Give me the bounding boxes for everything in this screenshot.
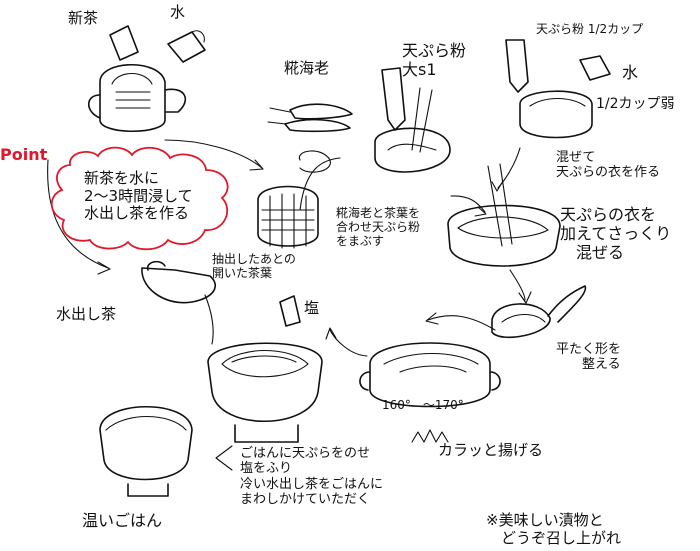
label-tempura-flour: 天ぷら粉 大s1	[402, 41, 467, 79]
label-add-batter: 天ぷらの衣を 加えてさっくり 混ぜる	[560, 205, 672, 262]
flame-marks	[411, 429, 449, 443]
label-used-leaves: 抽出したあとの 開いた茶葉	[212, 252, 296, 281]
teapot-illustration	[87, 64, 187, 133]
mixing-bowl	[447, 163, 561, 267]
label-temperature: 160° ～170°	[382, 398, 464, 412]
flow-arrows	[47, 139, 532, 357]
label-fry: カラッと揚げる	[438, 441, 544, 459]
arrow-to-fryer	[427, 315, 496, 331]
pouring-teapot	[141, 260, 216, 345]
label-batter-water: 水	[622, 63, 639, 82]
spoon-tempura	[491, 285, 587, 339]
label-batter-flour: 天ぷら粉 1/2カップ	[536, 22, 644, 36]
point-cloud	[50, 146, 229, 251]
label-shincha: 新茶	[68, 9, 99, 27]
instructions-bracket	[215, 445, 233, 471]
salt-packet	[279, 295, 301, 327]
ochazuke-bowl	[207, 342, 323, 443]
tea-cups-top	[109, 25, 206, 63]
fryer-pot	[359, 342, 501, 408]
label-kuruma-ebi: 糀海老	[284, 59, 330, 77]
flour-cone	[374, 67, 451, 173]
label-batter-water-amount: 1/2カップ弱	[596, 96, 675, 112]
arrow-to-spoon	[509, 269, 526, 301]
used-tea-leaves	[257, 150, 331, 249]
label-salt: 塩	[304, 299, 320, 317]
label-mix-batter: 混ぜて 天ぷらの衣を作る	[556, 150, 661, 181]
label-water-top: 水	[170, 3, 186, 21]
arrow-bowl-to-batter	[450, 195, 486, 213]
label-coat-note: 糀海老と茶葉を 合わせ天ぷら粉 をまぶす	[336, 206, 421, 249]
point-note: 新茶を水に 2〜3時間浸して 水出し茶を作る	[84, 169, 193, 223]
label-point: Point	[0, 145, 48, 164]
label-mizudashi: 水出し茶	[56, 305, 117, 323]
arrow-leaves-to-bowl	[299, 157, 341, 211]
arrow-batter-down	[497, 147, 521, 189]
arrow-to-leaves	[164, 139, 263, 169]
label-shape: 平たく形を 整える	[556, 342, 622, 373]
arrow-to-bowl	[329, 329, 368, 357]
rice-bowl	[99, 406, 193, 497]
shrimp-illustration	[267, 103, 353, 133]
label-instructions: ごはんに天ぷらをのせ 塩をふり 冷い水出し茶をごはんに まわしかけていただく	[240, 446, 384, 507]
batter-bowl	[505, 39, 611, 139]
arrow-to-teapot	[47, 159, 109, 269]
label-rice: 温いごはん	[82, 511, 163, 530]
label-closing: ※美味しい漬物と どうぞ召し上がれ	[486, 511, 622, 547]
